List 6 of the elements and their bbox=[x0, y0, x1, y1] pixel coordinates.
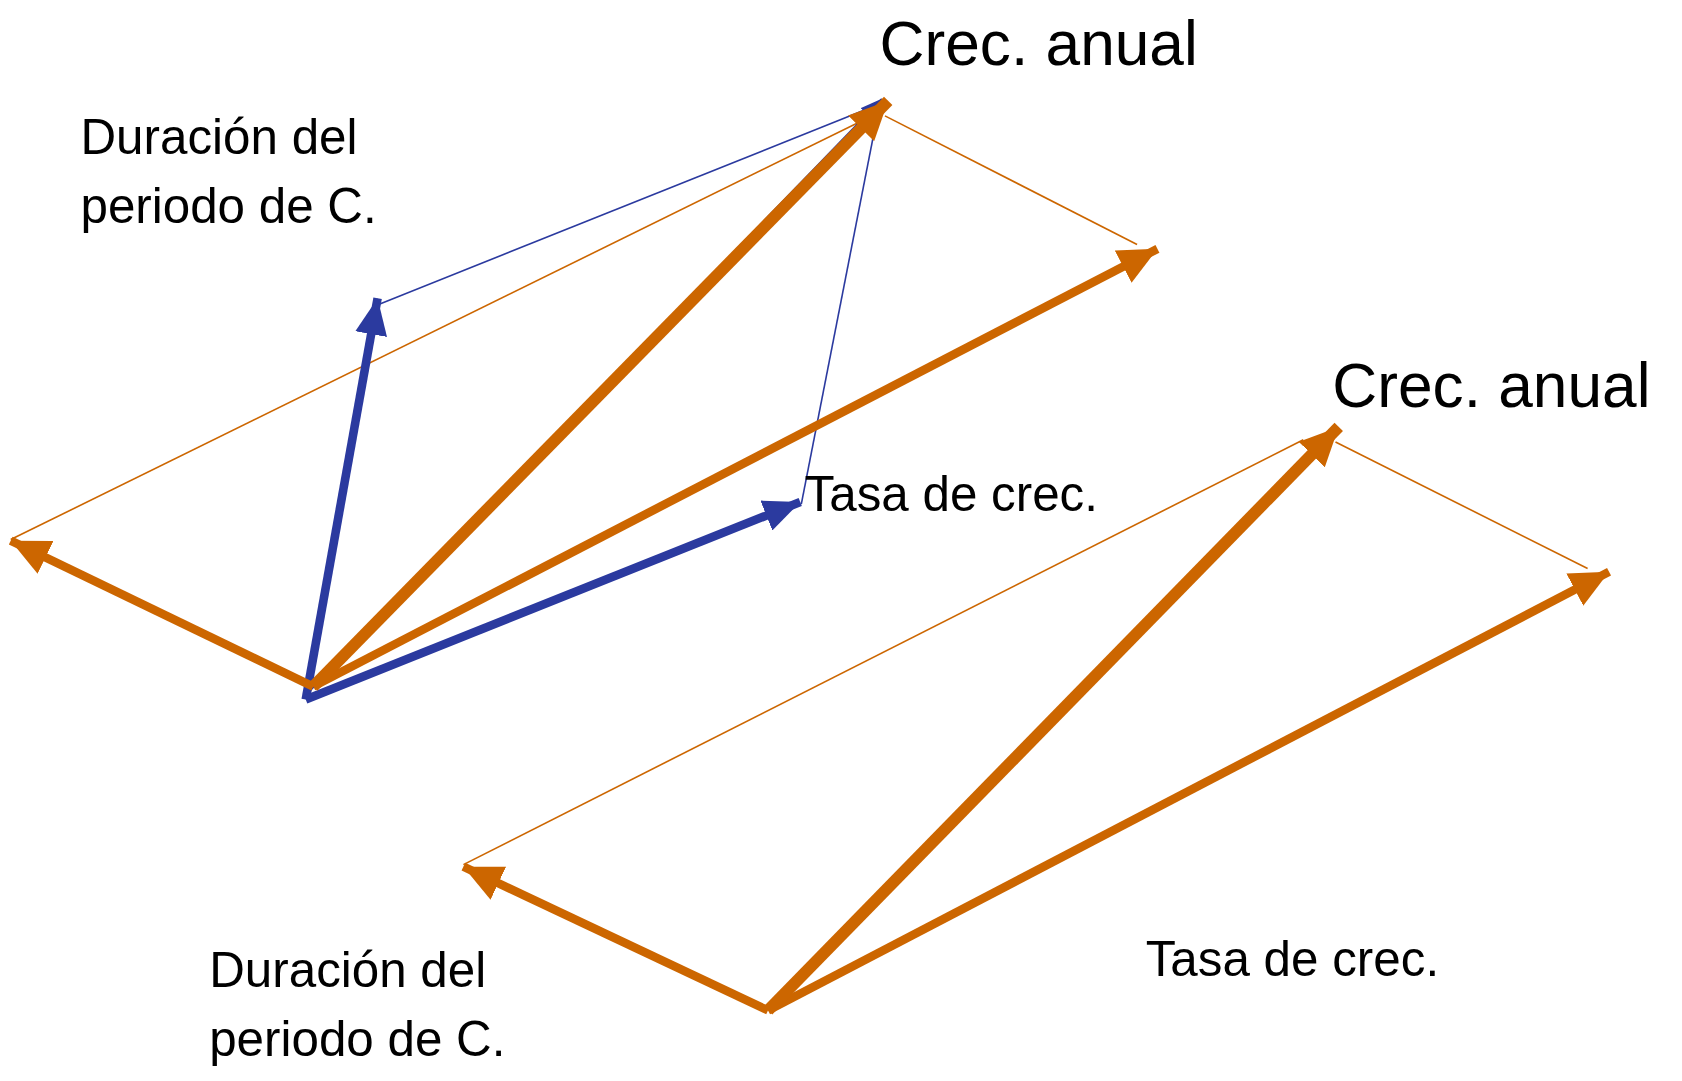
vector-label: Crec. anual bbox=[1332, 348, 1651, 422]
vector-label: Tasa de crec. bbox=[804, 464, 1098, 524]
vector-label: Crec. anual bbox=[879, 7, 1198, 81]
vector-label: Duración del periodo de C. bbox=[80, 108, 378, 237]
vector-label: Tasa de crec. bbox=[1145, 930, 1440, 989]
vector-label: Duración del periodo de C. bbox=[209, 940, 507, 1069]
